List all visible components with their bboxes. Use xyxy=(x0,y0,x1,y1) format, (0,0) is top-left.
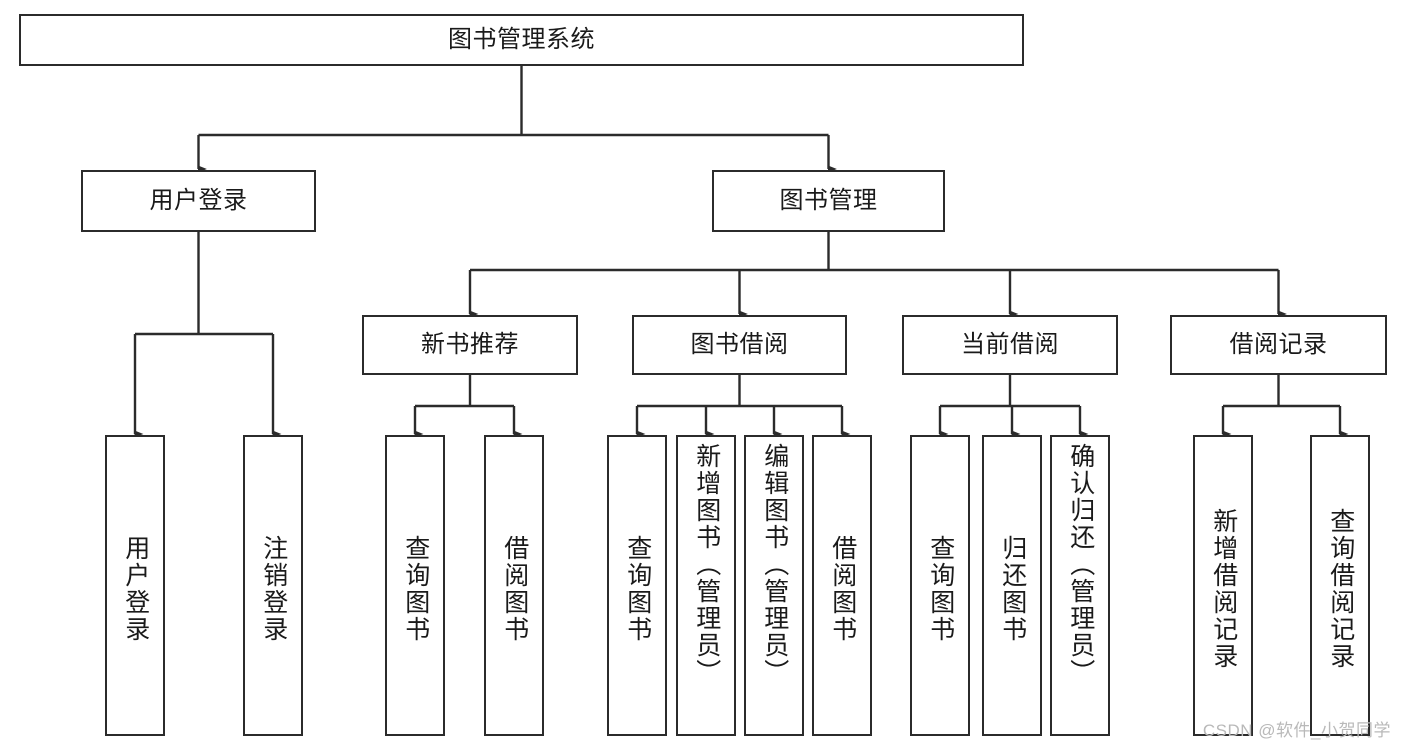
node-label: 借阅记录 xyxy=(1229,331,1328,359)
node-leaf-c3: 确认归还（管理员） xyxy=(1050,435,1110,736)
node-leaf-login: 用户登录 xyxy=(105,435,165,736)
node-leaf-b4: 借阅图书 xyxy=(812,435,872,736)
edge-group xyxy=(133,66,1349,438)
node-label: 图书管理 xyxy=(779,187,878,215)
node-label: 注销登录 xyxy=(259,534,288,643)
node-l2-0: 新书推荐 xyxy=(362,315,578,375)
node-label: 用户登录 xyxy=(121,534,150,643)
node-label: 借阅图书 xyxy=(828,534,857,643)
watermark: CSDN @软件_小贺同学 xyxy=(1202,721,1391,740)
node-label: 新增借阅记录 xyxy=(1209,507,1238,670)
node-label: 确认归还（管理员） xyxy=(1066,443,1095,686)
node-label: 新增图书（管理员） xyxy=(692,443,721,686)
node-leaf-logout: 注销登录 xyxy=(243,435,303,736)
node-l2-1: 图书借阅 xyxy=(632,315,847,375)
node-label: 查询图书 xyxy=(623,534,652,643)
node-label: 图书管理系统 xyxy=(448,26,595,54)
node-leaf-b2: 新增图书（管理员） xyxy=(676,435,736,736)
node-label: 编辑图书（管理员） xyxy=(760,443,789,686)
node-label: 用户登录 xyxy=(149,187,248,215)
node-leaf-c2: 归还图书 xyxy=(982,435,1042,736)
node-l1-1: 图书管理 xyxy=(712,170,945,232)
node-label: 归还图书 xyxy=(998,534,1027,643)
node-leaf-n1: 查询图书 xyxy=(385,435,445,736)
node-label: 借阅图书 xyxy=(500,534,529,643)
node-leaf-n2: 借阅图书 xyxy=(484,435,544,736)
node-root: 图书管理系统 xyxy=(19,14,1024,66)
node-leaf-c1: 查询图书 xyxy=(910,435,970,736)
node-label: 图书借阅 xyxy=(690,331,789,359)
node-l2-3: 借阅记录 xyxy=(1170,315,1387,375)
node-l1-0: 用户登录 xyxy=(81,170,316,232)
node-label: 查询图书 xyxy=(926,534,955,643)
node-leaf-b3: 编辑图书（管理员） xyxy=(744,435,804,736)
node-leaf-r1: 新增借阅记录 xyxy=(1193,435,1253,736)
node-leaf-b1: 查询图书 xyxy=(607,435,667,736)
node-label: 查询图书 xyxy=(401,534,430,643)
node-label: 当前借阅 xyxy=(961,331,1059,359)
node-l2-2: 当前借阅 xyxy=(902,315,1118,375)
node-label: 新书推荐 xyxy=(421,331,519,359)
node-label: 查询借阅记录 xyxy=(1326,507,1355,670)
node-leaf-r2: 查询借阅记录 xyxy=(1310,435,1370,736)
